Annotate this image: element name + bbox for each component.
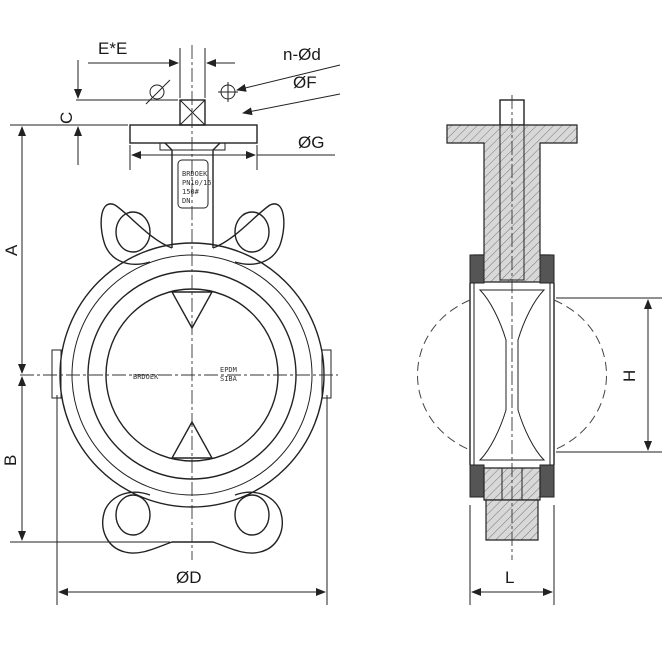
label-ee: E*E: [98, 39, 127, 58]
stem-square: [179, 99, 206, 126]
lower-right-lug-hole: [234, 494, 270, 536]
disc-hub-bottom: [170, 420, 214, 459]
upper-left-lug-hole: [115, 211, 151, 253]
label-nd: n-Ød: [283, 45, 321, 64]
label-h: H: [620, 370, 639, 382]
body-text-left: BRDOEK: [133, 373, 159, 381]
side-section-view: [417, 95, 607, 560]
lower-lugs: [102, 491, 283, 554]
label-a: A: [2, 244, 21, 256]
neck-text-4: DN: [182, 197, 190, 205]
front-view: BRDOEK PN10/16 150# DN BRDOEK EPDM SIBA: [20, 45, 338, 560]
side-dimensions: H L: [469, 297, 662, 605]
lower-left-lug-hole: [115, 494, 151, 536]
neck-text-1: BRDOEK: [182, 170, 208, 178]
disc-arc-left: [417, 299, 471, 451]
upper-right-lug-hole: [234, 211, 270, 253]
label-g: ØG: [298, 133, 324, 152]
seat-lower-right: [539, 464, 555, 498]
label-d: ØD: [176, 568, 202, 587]
neck-text-3: 150#: [182, 188, 200, 196]
label-b: B: [1, 455, 20, 466]
neck-plate: [177, 159, 209, 209]
top-flange: [129, 124, 258, 144]
body-text-right-bottom: SIBA: [220, 375, 238, 383]
seat-upper-left: [469, 254, 485, 284]
disc-arc-right: [553, 299, 607, 451]
upper-left-lug: [100, 203, 173, 265]
label-f: ØF: [293, 73, 317, 92]
front-dimensions: E*E n-Ød ØF C ØG A B: [1, 39, 341, 605]
body-text-right-top: EPDM: [220, 366, 237, 374]
seat-lower-left: [469, 464, 485, 498]
label-c: C: [57, 112, 76, 124]
neck-text-2: PN10/16: [182, 179, 212, 187]
label-l: L: [505, 568, 514, 587]
seat-upper-right: [539, 254, 555, 284]
upper-right-lug: [212, 203, 285, 265]
disc-profile: [478, 289, 546, 461]
side-body-walls: [469, 283, 555, 465]
